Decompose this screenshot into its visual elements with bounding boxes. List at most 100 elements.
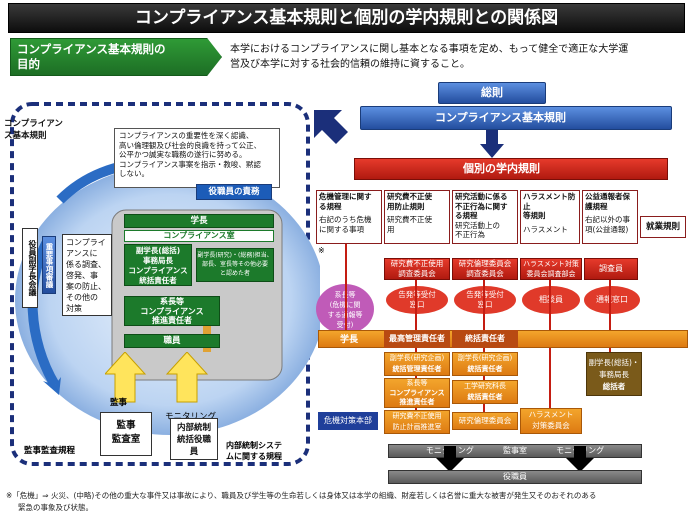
vp-right-3: 総括者: [602, 382, 626, 391]
monitoring-arrows: [436, 446, 594, 472]
harassment-committee: ハラスメント 対策委員会: [520, 408, 582, 434]
note-mark: ※: [318, 246, 325, 255]
vp-general-box: 副学長(総括) 事務局長 コンプライアンス 統括責任者: [124, 244, 192, 286]
vp-research-2: 副学長(研究企画) 統括責任者: [452, 352, 518, 376]
internal-line2: 統括役職: [176, 435, 211, 445]
whistle-title-1: 公益通報者保: [585, 192, 630, 201]
purpose-banner: コンプライアンス基本規則の 目的: [10, 38, 222, 76]
internal-rule-line1: 内部統制システ: [226, 441, 282, 450]
page-title: コンプライアンス基本規則と個別の学内規則との関係図: [134, 8, 559, 28]
activities-line3: 係る調査、: [66, 260, 106, 269]
fund-sub-2: 用: [387, 224, 395, 234]
activities-line1: コンプライ: [66, 238, 106, 247]
vp-right-2: 事務局長: [599, 370, 629, 379]
purpose-banner-line1: コンプライアンス基本規則の: [17, 42, 166, 56]
committee-fund-1: 研究費不正使用: [390, 259, 444, 268]
harassment-committee-1: ハラスメント: [528, 410, 574, 419]
left-section-label: コンプライアン ス基本規則: [4, 118, 66, 148]
dept-head-box: 系長等 コンプライアンス 推進責任者: [124, 296, 220, 326]
audit-office-line2: 監査室: [111, 434, 141, 445]
audit-office-box: 監事 監査室: [100, 412, 152, 456]
research-title-2: 不正行為に関す: [455, 201, 508, 211]
eng-dean-1: 工学研究科長: [464, 382, 506, 390]
general-provisions: 総則: [438, 82, 546, 104]
audit-rule-label: 監事監査規程: [24, 446, 76, 456]
rule-box-crisis: 危機管理に関す る規程 右記のうち危機 に関する事項: [316, 190, 382, 244]
dept-heads-right: 系長等 コンプライアンス 推進責任者: [384, 378, 450, 408]
president-box: 学長: [124, 214, 274, 228]
harassment-title-1: ハラスメント防止: [523, 192, 576, 211]
members-line3: と認めた者: [219, 270, 250, 277]
vp-right-box: 副学長(総括)・ 事務局長 総括者: [586, 352, 642, 396]
staff-box: 職員: [124, 334, 220, 348]
audit-arrows: [105, 352, 209, 403]
footnote: ※「危機」⇒ 火災、(中略)その他の重大な事件又は事故により、職員及び学生等の生…: [6, 490, 690, 518]
committee-ethics-1: 研究倫理委員会: [458, 259, 512, 268]
rule-box-fund: 研究費不正使 用防止規則 研究費不正使 用: [384, 190, 450, 244]
compliance-office-label: コンプライアンス室: [124, 230, 274, 242]
exec-meeting-box: 役員副学長会議: [22, 228, 38, 308]
research-title-3: る規程: [455, 211, 478, 220]
vp-line2: 事務局長: [143, 256, 173, 265]
internal-line3: 員: [189, 447, 199, 457]
harassment-sub-1: ハラスメント: [523, 224, 568, 234]
internal-rule-label: 内部統制システ ムに関する規程: [226, 440, 302, 464]
vp-line3: コンプライアンス: [128, 266, 188, 275]
fund-committee-2: 防止計画推進室: [392, 423, 442, 431]
big-arrow-icon: [314, 110, 348, 144]
committee-harassment-2: 委員会調査部会: [526, 270, 576, 278]
duties-line4: コンプライアンス事案を指示・教唆、黙認: [119, 159, 261, 169]
general-manager: 統括責任者: [452, 330, 518, 348]
internal-control-box: 内部統制 統括役職 員: [170, 418, 218, 460]
harassment-committee-2: 対策委員会: [532, 421, 570, 430]
vp-research-1: 副学長(研究企画) 統括管理責任者: [384, 352, 450, 376]
members-line2: 部長、室長等その他必要: [201, 261, 268, 268]
committee-investigator: 調査員: [584, 258, 638, 280]
dept-r-3: 推進責任者: [399, 398, 435, 406]
vp-r2-line1: 副学長(研究企画): [457, 354, 513, 362]
president-row-label: 学長: [340, 335, 359, 345]
title-bar: [8, 3, 685, 33]
compliance-rule-bar: コンプライアンス基本規則: [360, 106, 672, 130]
committee-harassment-1: ハラスメント対策: [523, 260, 579, 268]
research-sub-2: 不正行為: [455, 230, 485, 239]
audit-label: 監事: [110, 398, 128, 408]
vp-right-1: 副学長(総括)・: [588, 358, 640, 367]
pill-dept-4: 受付): [336, 321, 354, 329]
work-rule-box: 就業規則: [640, 216, 686, 238]
whistle-sub-1: 右記以外の事: [585, 215, 630, 224]
whistle-sub-2: 項(公益通報): [585, 224, 629, 234]
activities-line6: その他の: [66, 293, 98, 302]
supreme-manager: 最高管理責任者: [384, 330, 450, 348]
crisis-title-2: る規程: [319, 201, 342, 211]
fund-title-2: 用防止規則: [387, 201, 425, 211]
purpose-text-line1: 本学におけるコンプライアンスに関し基本となる事項を定め、もって健全で適正な大学運: [230, 44, 629, 55]
vp-r2-line2: 統括責任者: [467, 365, 503, 373]
cycle-arrow-left: [27, 237, 60, 388]
purpose-banner-line2: 目的: [17, 57, 40, 71]
rule-box-research: 研究活動に係る 不正行為に関す る規程 研究活動上の 不正行為: [452, 190, 518, 244]
crisis-sub-2: に関する事項: [319, 224, 364, 234]
vp-r1-line1: 副学長(研究企画): [389, 354, 445, 362]
committee-ethics: 研究倫理委員会 調査委員会: [452, 258, 518, 280]
whistle-title-2: 護規程: [585, 201, 608, 211]
left-section-label-line1: コンプライアン: [4, 119, 63, 129]
crisis-title-1: 危機管理に関す: [319, 192, 372, 201]
office-members-box: 副学長(研究)・(総務)担当、 部長、室長等その他必要 と認めた者: [196, 248, 274, 282]
activities-line2: アンスに: [66, 249, 98, 258]
fund-sub-1: 研究費不正使: [387, 215, 432, 224]
committee-fund-2: 調査委員会: [398, 269, 436, 278]
activities-line5: 案の防止、: [66, 282, 106, 291]
duties-line5: しない。: [119, 169, 149, 178]
research-title-1: 研究活動に係る: [455, 192, 508, 201]
dept-r-1: 系長等: [406, 379, 428, 387]
dept-line2: コンプライアンス: [140, 306, 204, 316]
committee-harassment: ハラスメント対策 委員会調査部会: [520, 258, 582, 280]
individual-rules-bar: 個別の学内規則: [354, 158, 668, 180]
duties-line1: コンプライアンスの重要性を深く認識、: [119, 131, 254, 140]
duties-line3: 公平かつ誠実な職務の遂行に努める。: [119, 150, 247, 159]
staff-bar: 役職員: [388, 470, 642, 484]
committee-fund: 研究費不正使用 調査委員会: [384, 258, 450, 280]
ethics-committee: 研究倫理委員会: [452, 412, 518, 430]
crisis-sub-1: 右記のうち危機: [319, 215, 372, 224]
